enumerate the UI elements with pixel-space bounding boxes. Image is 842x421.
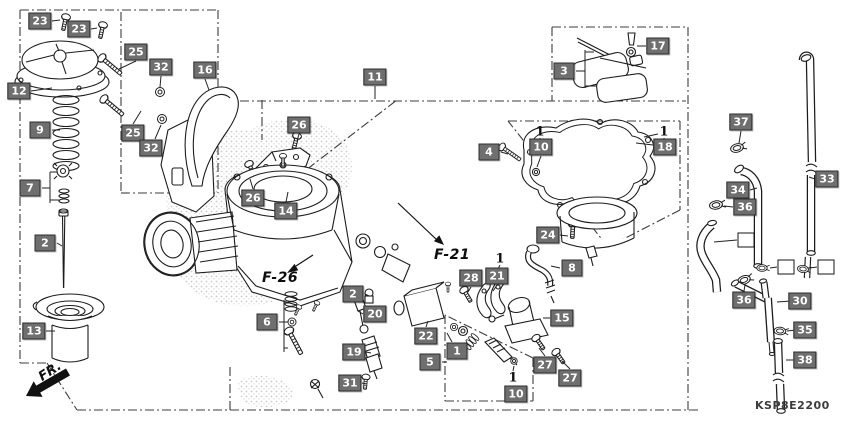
callout-12-2[interactable]: 12 xyxy=(7,82,31,100)
callout-33-38[interactable]: 33 xyxy=(815,170,839,188)
callout-10-19[interactable]: 10 xyxy=(529,138,553,156)
callout-22-28[interactable]: 22 xyxy=(414,327,438,345)
callout-25-10[interactable]: 25 xyxy=(121,124,145,142)
callout-23-0[interactable]: 23 xyxy=(28,12,52,30)
callout-27-36[interactable]: 27 xyxy=(558,369,582,387)
callout-1-29[interactable]: 1 xyxy=(446,342,468,360)
callout-10-31[interactable]: 10 xyxy=(504,385,528,403)
callout-38-47[interactable]: 38 xyxy=(793,351,817,369)
fr-arrow xyxy=(26,368,70,397)
callout-37-37[interactable]: 37 xyxy=(729,113,753,131)
callout-30-45[interactable]: 30 xyxy=(788,292,812,310)
callout-blank-43 xyxy=(817,259,835,275)
callout-25-7[interactable]: 25 xyxy=(124,43,148,61)
callout-21-33[interactable]: 21 xyxy=(485,267,509,285)
callout-6-25[interactable]: 6 xyxy=(256,313,278,331)
callout-17-17[interactable]: 17 xyxy=(646,37,670,55)
callout-13-6[interactable]: 13 xyxy=(22,322,46,340)
callout-14-14[interactable]: 14 xyxy=(274,202,298,220)
callout-32-8[interactable]: 32 xyxy=(149,58,173,76)
callout-8-22[interactable]: 8 xyxy=(561,259,583,277)
index-marker-3: 1 xyxy=(508,370,518,386)
callout-32-11[interactable]: 32 xyxy=(139,139,163,157)
callout-5-30[interactable]: 5 xyxy=(419,353,441,371)
callout-26-12[interactable]: 26 xyxy=(287,116,311,134)
callout-blank-41 xyxy=(737,232,755,248)
callout-9-3[interactable]: 9 xyxy=(29,121,51,139)
callout-24-21[interactable]: 24 xyxy=(536,226,560,244)
index-marker-2: 1 xyxy=(495,251,505,267)
subref-f21[interactable]: F-21 xyxy=(434,247,471,263)
callout-34-39[interactable]: 34 xyxy=(726,181,750,199)
callout-28-32[interactable]: 28 xyxy=(459,269,483,287)
callout-23-1[interactable]: 23 xyxy=(67,20,91,38)
index-marker-1: 1 xyxy=(659,124,669,140)
callout-27-35[interactable]: 27 xyxy=(533,356,557,374)
callout-36-40[interactable]: 36 xyxy=(733,198,757,216)
leader-lines xyxy=(30,19,818,385)
callout-15-34[interactable]: 15 xyxy=(550,309,574,327)
callout-4-18[interactable]: 4 xyxy=(478,143,500,161)
callout-2-23[interactable]: 2 xyxy=(342,285,364,303)
reference-arrows xyxy=(26,202,444,397)
callout-36-44[interactable]: 36 xyxy=(732,291,756,309)
callout-blank-42 xyxy=(777,259,795,275)
subref-f26[interactable]: F-26 xyxy=(262,270,299,286)
callout-18-20[interactable]: 18 xyxy=(653,138,677,156)
callout-7-4[interactable]: 7 xyxy=(19,179,41,197)
callout-3-16[interactable]: 3 xyxy=(553,62,575,80)
callout-19-26[interactable]: 19 xyxy=(342,343,366,361)
callout-35-46[interactable]: 35 xyxy=(793,321,817,339)
callout-2-5[interactable]: 2 xyxy=(34,234,56,252)
callout-20-24[interactable]: 20 xyxy=(363,305,387,323)
callout-26-13[interactable]: 26 xyxy=(241,189,265,207)
callout-11-15[interactable]: 11 xyxy=(363,68,387,86)
callout-16-9[interactable]: 16 xyxy=(193,61,217,79)
parts-art xyxy=(14,12,818,414)
diagram-code: KSP8E2200 xyxy=(755,399,830,412)
index-marker-0: 1 xyxy=(535,124,545,140)
callout-31-27[interactable]: 31 xyxy=(338,374,362,392)
